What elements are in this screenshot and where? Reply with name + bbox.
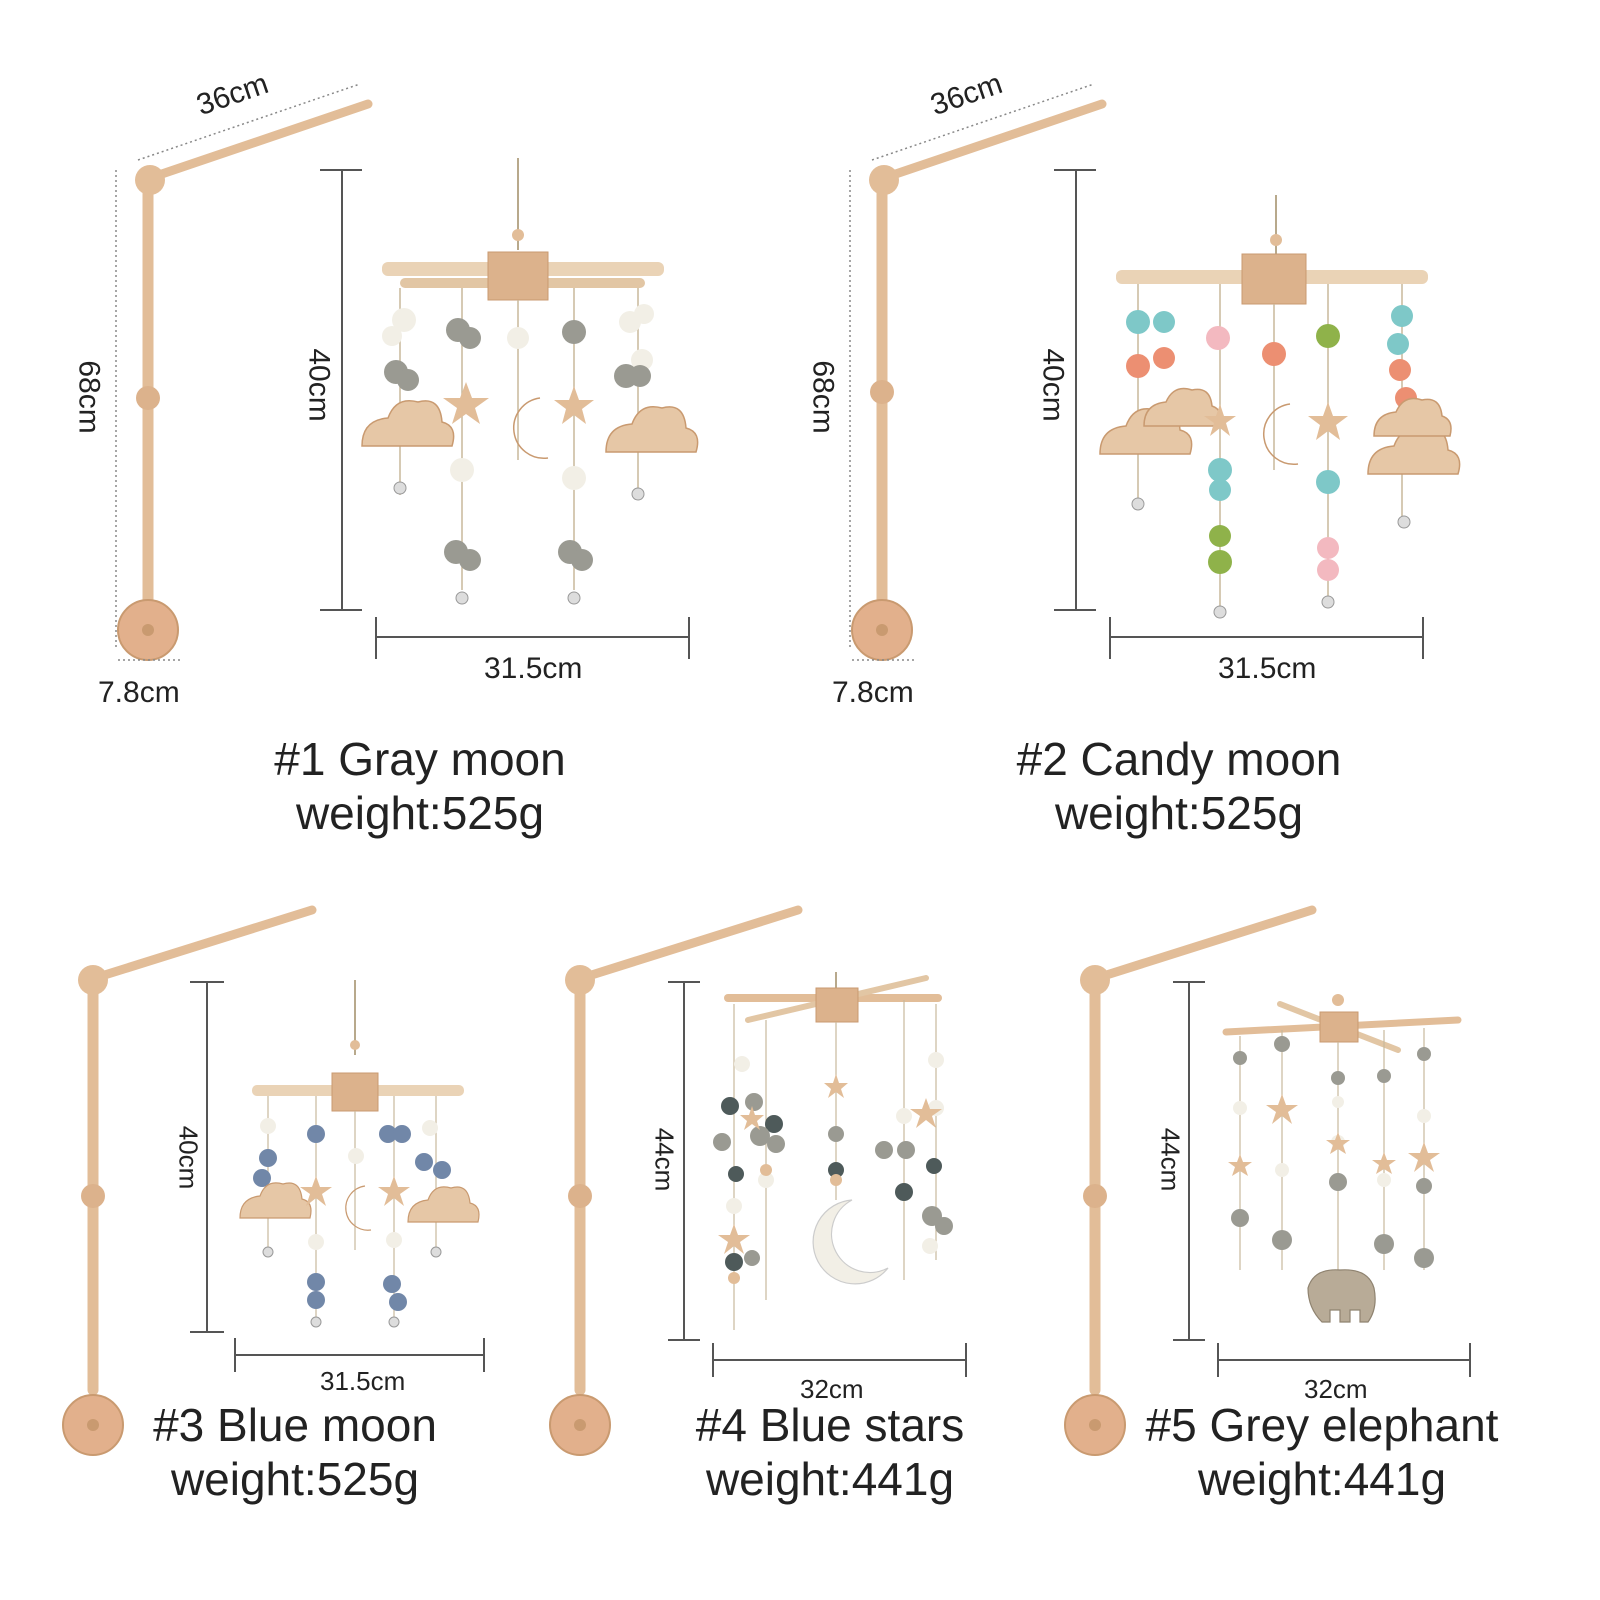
blue-moon-illustration — [62, 905, 485, 1456]
mobile-width-label: 32cm — [800, 1374, 864, 1404]
mobile-width-label: 31.5cm — [1218, 652, 1317, 685]
mobile-height-bracket — [668, 981, 700, 1341]
blue-stars-mobile — [713, 972, 953, 1330]
mobile-width-bracket — [712, 1343, 967, 1377]
mobile-height-bracket — [1054, 169, 1096, 611]
mobile-height-bracket — [190, 981, 224, 1333]
product-name: #3 Blue moon — [153, 1399, 437, 1451]
holder-measure-lines — [115, 83, 361, 661]
product-candy-moon: 36cm 68cm 7.8cm 40cm 31.5cm #2 Candy moo… — [734, 0, 1534, 860]
product-name: #2 Candy moon — [1016, 733, 1342, 785]
mobile-width-bracket — [234, 1338, 485, 1372]
product-weight: weight:525g — [295, 787, 545, 839]
mobile-width-bracket — [375, 617, 690, 659]
product-title: #5 Grey elephant weight:441g — [1132, 1398, 1512, 1506]
wooden-arm-holder — [851, 99, 1107, 661]
product-title: #1 Gray moon weight:525g — [240, 732, 600, 840]
holder-measure-lines — [849, 83, 1095, 661]
grey-elephant-mobile — [1222, 994, 1462, 1323]
base-width-label: 7.8cm — [832, 676, 914, 709]
mobile-width-label: 31.5cm — [320, 1366, 406, 1396]
product-weight: weight:525g — [1054, 787, 1304, 839]
mobile-width-bracket — [1217, 1343, 1471, 1377]
product-grey-elephant: 44cm 32cm #5 Grey elephant weight:441g — [1000, 880, 1600, 1600]
product-name: #5 Grey elephant — [1145, 1399, 1499, 1451]
product-title: #2 Candy moon weight:525g — [984, 732, 1374, 840]
mobile-height-label: 40cm — [173, 1125, 204, 1190]
product-title: #4 Blue stars weight:441g — [670, 1398, 990, 1506]
product-weight: weight:441g — [705, 1453, 955, 1505]
wooden-arm-holder — [117, 99, 373, 661]
pole-height-label: 68cm — [806, 360, 840, 434]
wooden-arm-holder — [1064, 905, 1317, 1456]
blue-stars-illustration — [549, 905, 967, 1456]
candy-moon-mobile — [1099, 195, 1461, 619]
product-blue-stars: 44cm 32cm #4 Blue stars weight:441g — [490, 880, 1030, 1600]
mobile-width-bracket — [1109, 617, 1424, 659]
mobile-width-label: 32cm — [1304, 1374, 1368, 1404]
product-weight: weight:441g — [1197, 1453, 1447, 1505]
wooden-arm-holder — [62, 905, 317, 1456]
mobile-height-bracket — [1173, 981, 1205, 1341]
mobile-height-label: 40cm — [302, 348, 336, 422]
candy-moon-illustration — [849, 83, 1461, 661]
product-name: #1 Gray moon — [274, 733, 566, 785]
gray-moon-illustration — [115, 83, 699, 661]
mobile-height-label: 40cm — [1036, 348, 1070, 422]
product-gray-moon: 36cm 68cm 7.8cm 40cm 31.5cm #1 Gray moon… — [0, 0, 800, 860]
product-name: #4 Blue stars — [695, 1399, 965, 1451]
gray-moon-mobile — [361, 158, 699, 605]
mobile-width-label: 31.5cm — [484, 652, 583, 685]
wooden-arm-holder — [549, 905, 803, 1456]
grey-elephant-illustration — [1064, 905, 1471, 1456]
mobile-height-label: 44cm — [649, 1127, 680, 1192]
blue-moon-mobile — [239, 980, 480, 1328]
product-blue-moon: 40cm 31.5cm #3 Blue moon weight:525g — [0, 880, 520, 1600]
product-title: #3 Blue moon weight:525g — [130, 1398, 460, 1506]
base-width-label: 7.8cm — [98, 676, 180, 709]
mobile-height-label: 44cm — [1155, 1127, 1186, 1192]
product-weight: weight:525g — [170, 1453, 420, 1505]
pole-height-label: 68cm — [72, 360, 106, 434]
mobile-height-bracket — [320, 169, 362, 611]
